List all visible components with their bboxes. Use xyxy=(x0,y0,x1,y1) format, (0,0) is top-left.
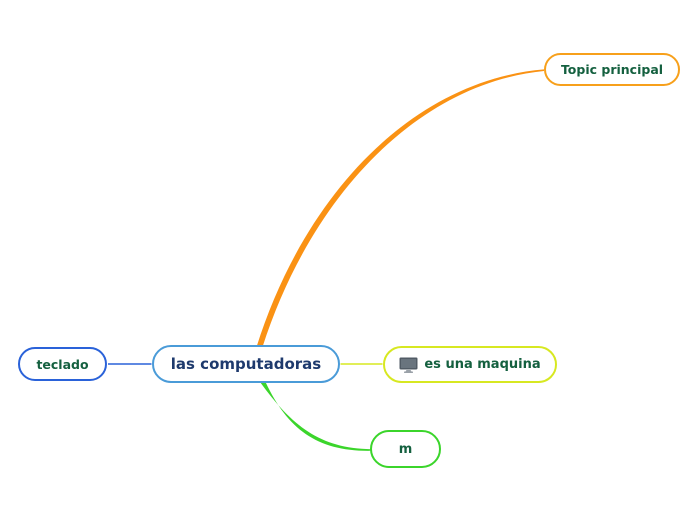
computer-monitor-icon xyxy=(399,357,418,373)
mindmap-node-topic-principal[interactable]: Topic principal xyxy=(544,53,680,86)
connector-root-to-topic-principal xyxy=(256,69,544,348)
mindmap-node-teclado[interactable]: teclado xyxy=(18,347,107,381)
mindmap-node-es-una-maquina[interactable]: es una maquina xyxy=(383,346,557,383)
mindmap-node-root[interactable]: las computadoras xyxy=(152,345,340,383)
node-root-label: las computadoras xyxy=(170,355,322,373)
node-es-una-maquina-label: es una maquina xyxy=(424,357,541,372)
node-m-label: m xyxy=(398,441,413,457)
node-topic-principal-label: Topic principal xyxy=(560,62,664,77)
mindmap-node-m[interactable]: m xyxy=(370,430,441,468)
connector-root-to-m xyxy=(260,382,371,451)
node-teclado-label: teclado xyxy=(36,356,89,372)
